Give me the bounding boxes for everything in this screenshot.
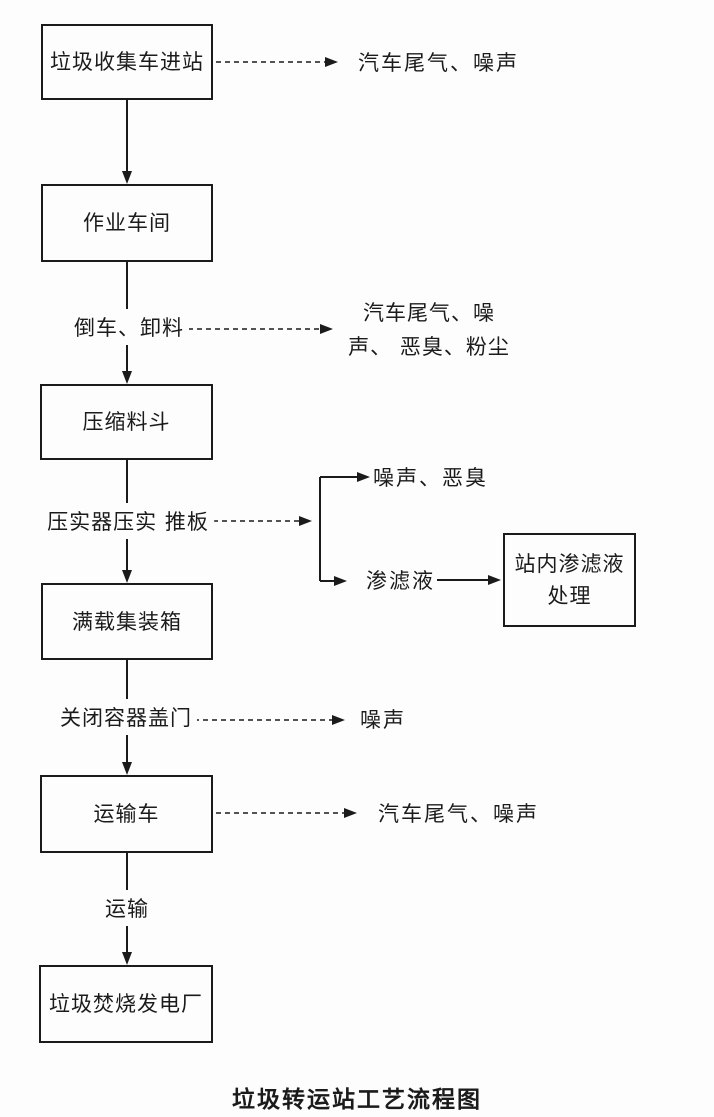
box-transport: 运输车: [40, 775, 213, 853]
box-hopper: 压缩料斗: [40, 384, 213, 460]
emission-unload: 汽车尾气、噪声、 恶臭、粉尘: [348, 301, 510, 359]
emission-transport: 汽车尾气、噪声: [378, 802, 539, 826]
step-label-unload: 倒车、卸料: [69, 309, 189, 345]
step-label-compact: 压实器压实 推板: [42, 503, 214, 539]
box-workshop: 作业车间: [41, 184, 213, 262]
emission-entry: 汽车尾气、噪声: [358, 51, 519, 75]
diagram-title: 垃圾转运站工艺流程图: [232, 1086, 482, 1113]
box-leachate-treatment: 站内渗滤液处理: [503, 533, 636, 627]
emission-compact-noise: 噪声、恶臭: [373, 466, 488, 490]
box-plant: 垃圾焚烧发电厂: [39, 965, 213, 1043]
box-container: 满载集装箱: [41, 583, 213, 660]
step-label-transit: 运输: [100, 890, 154, 926]
box-station-entry: 垃圾收集车进站: [41, 24, 213, 100]
step-label-close-lid: 关闭容器盖门: [55, 699, 197, 735]
emission-leachate: 渗滤液: [366, 569, 435, 593]
emission-lid-noise: 噪声: [360, 708, 406, 732]
